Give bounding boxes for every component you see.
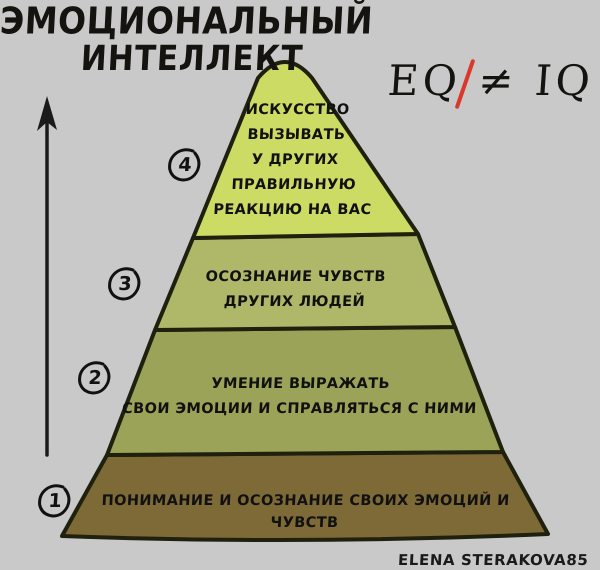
- hand-drawn-circle-icon: [78, 361, 111, 395]
- pyramid-level-2-shape: [105, 325, 505, 457]
- level-3-number: 3: [117, 273, 133, 295]
- pyramid-level-4-shape: [191, 60, 420, 240]
- hand-drawn-circle-icon: [108, 267, 141, 301]
- level-3-number-badge: 3: [107, 267, 143, 301]
- pyramid-level-1-shape: [60, 450, 550, 543]
- pyramid-level-3-shape: [153, 232, 457, 332]
- level-4-number: 4: [177, 154, 193, 176]
- level-4-number-badge: 4: [167, 148, 203, 182]
- hand-drawn-circle-icon: [38, 484, 71, 518]
- level-2-number: 2: [87, 367, 103, 389]
- author-signature: ELENA STERAKOVA85: [397, 551, 589, 569]
- growth-arrow-icon: [37, 96, 57, 457]
- formula-text: EQ ≠ IQ: [386, 56, 596, 105]
- level-1-number: 1: [47, 490, 63, 512]
- hand-drawn-circle-icon: [168, 148, 201, 182]
- eq-not-equal-iq-annotation: EQ ≠ IQ: [386, 56, 596, 118]
- level-2-number-badge: 2: [77, 361, 113, 395]
- level-1-number-badge: 1: [37, 484, 73, 518]
